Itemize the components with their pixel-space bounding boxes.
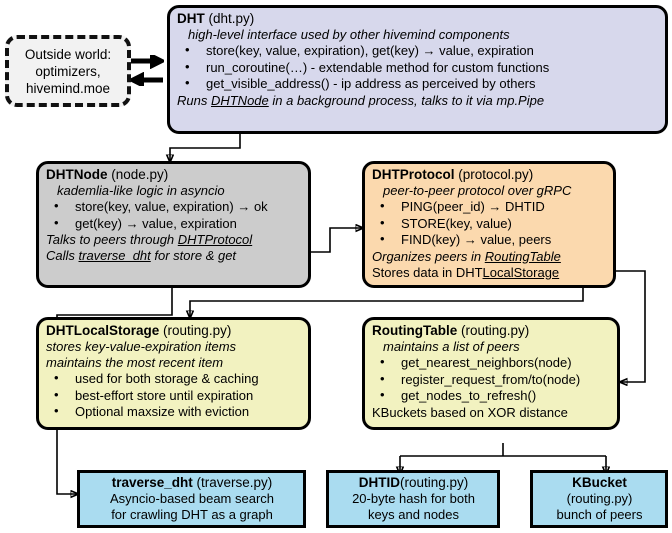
dhtnode-footer1-pre: Talks to peers through [46, 232, 178, 247]
dhtlocalstorage-name: DHTLocalStorage [46, 323, 160, 338]
routingtable-name: RoutingTable [372, 323, 458, 338]
traverse-dht-title: traverse_dht (traverse.py) [87, 475, 297, 491]
dhtlocalstorage-bullet-2: Optional maxsize with eviction [46, 403, 302, 421]
dht-module: (dht.py) [208, 11, 255, 26]
dhtid-title: DHTID(routing.py) [336, 475, 491, 491]
dhtnode-title: DHTNode (node.py) [46, 167, 302, 183]
routingtable-module: (routing.py) [461, 323, 530, 338]
traverse-dht-box[interactable]: traverse_dht (traverse.py) Asyncio-based… [77, 470, 306, 528]
dhtnode-bullet-list: store(key, value, expiration) → ok get(k… [46, 198, 302, 233]
dhtnode-name: DHTNode [46, 167, 108, 182]
dhtnode-footer-link-traverse-dht[interactable]: traverse_dht [78, 248, 151, 263]
dhtprotocol-title: DHTProtocol (protocol.py) [372, 167, 607, 183]
dht-name: DHT [177, 11, 205, 26]
dht-bullet-2: get_visible_address() - ip address as pe… [177, 75, 659, 93]
outside-world-box[interactable]: Outside world: optimizers, hivemind.moe [5, 35, 131, 107]
kbucket-box[interactable]: KBucket (routing.py) bunch of peers [530, 470, 668, 528]
dhtnode-box[interactable]: DHTNode (node.py) kademlia-like logic in… [36, 161, 311, 288]
dht-box[interactable]: DHT (dht.py) high-level interface used b… [167, 5, 668, 134]
kbucket-line1: bunch of peers [556, 507, 643, 522]
dht-footer: Runs DHTNode in a background process, ta… [177, 93, 659, 109]
dhtprotocol-footer-link-localstorage[interactable]: LocalStorage [482, 264, 560, 280]
kbucket-name-text: KBucket [572, 475, 627, 490]
traverse-dht-line1: Asyncio-based beam search [109, 491, 275, 506]
dhtprotocol-bullet-list: PING(peer_id) → DHTID STORE(key, value) … [372, 198, 607, 249]
dhtprotocol-footer2-pre: Stores data in DHT [372, 264, 483, 280]
outside-world-line2: optimizers, [35, 63, 101, 79]
routingtable-bullet-2: get_nodes_to_refresh() [372, 387, 611, 405]
dhtlocalstorage-module: (routing.py) [163, 323, 232, 338]
routingtable-subtitle: maintains a list of peers [383, 339, 520, 354]
dhtprotocol-footer1-pre: Organizes peers in [372, 248, 485, 264]
dhtnode-footer2-pre: Calls [46, 248, 79, 263]
dhtprotocol-name: DHTProtocol [372, 167, 455, 182]
traverse-dht-name: traverse_dht [111, 475, 193, 490]
dhtlocalstorage-bullet-0: used for both storage & caching [46, 370, 302, 388]
routingtable-footer: KBuckets based on XOR distance [372, 404, 568, 420]
kbucket-name: KBucket [540, 475, 659, 491]
dhtprotocol-footer-link-routingtable[interactable]: RoutingTable [484, 248, 561, 264]
kbucket-module: (routing.py) [566, 491, 633, 506]
dht-bullet-list: store(key, value, expiration), get(key) … [177, 42, 659, 93]
dhtprotocol-bullet-0: PING(peer_id) → DHTID [372, 198, 607, 216]
dht-footer-pre: Runs [177, 92, 211, 108]
dhtlocalstorage-bullet-list: used for both storage & caching best-eff… [46, 370, 302, 421]
dhtid-line2: keys and nodes [367, 507, 460, 522]
dhtnode-subtitle: kademlia-like logic in asyncio [57, 183, 225, 198]
dhtnode-footer-1: Talks to peers through DHTProtocol [46, 232, 302, 248]
dhtprotocol-box[interactable]: DHTProtocol (protocol.py) peer-to-peer p… [362, 161, 616, 288]
dhtid-name: DHTID [358, 475, 400, 490]
dhtprotocol-bullet-2: FIND(key) → value, peers [372, 231, 607, 249]
dhtid-box[interactable]: DHTID(routing.py) 20-byte hash for both … [326, 470, 500, 528]
dht-title: DHT (dht.py) [177, 11, 659, 27]
dhtlocalstorage-title: DHTLocalStorage (routing.py) [46, 323, 302, 339]
dhtprotocol-footer-2: Stores data in DHTLocalStorage [372, 265, 607, 281]
routingtable-box[interactable]: RoutingTable (routing.py) maintains a li… [362, 317, 620, 430]
dhtnode-bullet-1: get(key) → value, expiration [46, 215, 302, 233]
routingtable-title: RoutingTable (routing.py) [372, 323, 611, 339]
dht-footer-post: in a background process, talks to it via… [268, 92, 545, 108]
routingtable-bullet-1: register_request_from/to(node) [372, 371, 611, 389]
dhtprotocol-footer-1: Organizes peers in RoutingTable [372, 249, 607, 265]
dht-subtitle: high-level interface used by other hivem… [188, 27, 510, 42]
routingtable-bullet-0: get_nearest_neighbors(node) [372, 354, 611, 372]
dhtlocalstorage-subtitle-2: maintains the most recent item [46, 355, 224, 370]
dhtlocalstorage-box[interactable]: DHTLocalStorage (routing.py) stores key-… [36, 317, 311, 430]
outside-world-line3: hivemind.moe [25, 80, 111, 96]
outside-world-line1: Outside world: [24, 46, 112, 62]
dhtnode-bullet-0: store(key, value, expiration) → ok [46, 198, 302, 216]
dhtlocalstorage-subtitle-1: stores key-value-expiration items [46, 339, 237, 354]
dhtnode-footer2-post: for store & get [150, 248, 237, 263]
dhtid-module: (routing.py) [399, 475, 469, 490]
dhtnode-footer-link-dhtprotocol[interactable]: DHTProtocol [177, 232, 253, 247]
routingtable-bullet-list: get_nearest_neighbors(node) register_req… [372, 354, 611, 405]
dhtid-line1: 20-byte hash for both [352, 491, 475, 506]
dhtprotocol-module: (protocol.py) [458, 167, 534, 182]
traverse-dht-module: (traverse.py) [196, 475, 273, 490]
dht-footer-link-dhtnode[interactable]: DHTNode [210, 92, 269, 108]
dhtnode-footer-2: Calls traverse_dht for store & get [46, 248, 302, 264]
traverse-dht-line2: for crawling DHT as a graph [111, 507, 273, 522]
dhtlocalstorage-bullet-1: best-effort store until expiration [46, 387, 302, 405]
dhtprotocol-subtitle: peer-to-peer protocol over gRPC [383, 183, 572, 198]
dhtprotocol-bullet-1: STORE(key, value) [372, 215, 607, 233]
dhtnode-module: (node.py) [111, 167, 169, 182]
dht-bullet-0: store(key, value, expiration), get(key) … [177, 42, 659, 60]
dht-bullet-1: run_coroutine(…) - extendable method for… [177, 59, 659, 77]
